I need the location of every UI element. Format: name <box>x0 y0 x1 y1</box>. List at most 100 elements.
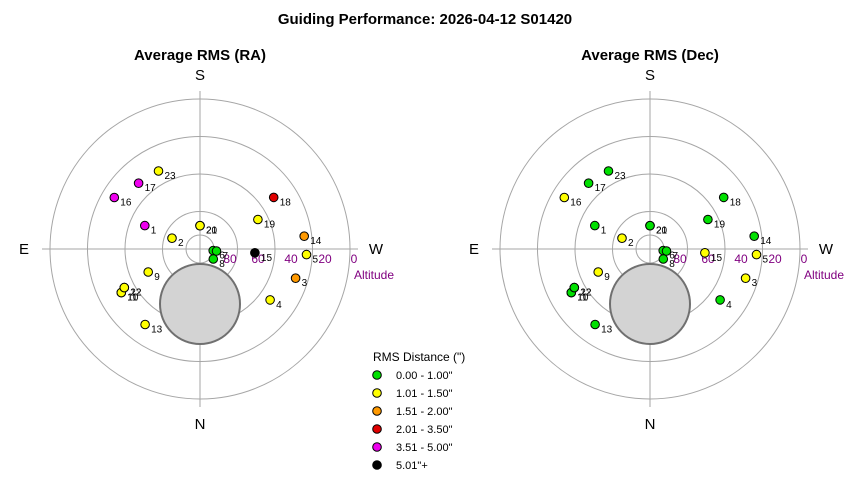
point-label: 12 <box>580 288 592 299</box>
data-point <box>583 178 594 188</box>
point-label: 7 <box>223 251 229 262</box>
point-label: 8 <box>669 259 675 270</box>
data-point <box>658 254 669 264</box>
legend-label: 0.00 - 1.00" <box>396 370 453 382</box>
legend-label: 5.01"+ <box>396 460 428 472</box>
data-point <box>133 178 144 188</box>
point-label: 17 <box>145 183 157 194</box>
point-label: 2 <box>178 238 184 249</box>
compass-bottom: N <box>195 416 206 433</box>
data-point <box>211 246 222 256</box>
data-point <box>661 246 672 256</box>
point-label: 14 <box>310 236 322 247</box>
point-label: 23 <box>165 171 177 182</box>
altitude-tick-label: 40 <box>284 252 298 266</box>
point-label: 18 <box>730 197 742 208</box>
point-label: 17 <box>595 183 607 194</box>
legend-swatch <box>372 388 382 398</box>
data-point <box>590 319 600 330</box>
data-point <box>740 273 751 284</box>
point-label: 22 <box>130 288 142 299</box>
altitude-axis-label: Altitude <box>354 268 394 282</box>
legend-swatch <box>372 442 382 452</box>
altitude-axis-label: Altitude <box>804 268 844 282</box>
legend-swatch <box>372 424 382 434</box>
point-label: 12 <box>130 288 142 299</box>
legend-label: 3.51 - 5.00" <box>396 442 453 454</box>
point-label: 11 <box>577 293 588 304</box>
altitude-tick-label: 0 <box>801 252 808 266</box>
altitude-tick-label: 20 <box>318 252 332 266</box>
pole-disk <box>609 263 691 345</box>
point-label: 19 <box>264 220 276 231</box>
data-point <box>109 192 120 203</box>
point-label: 13 <box>601 325 613 336</box>
rms-legend: RMS Distance (") 0.00 - 1.00" 1.01 - 1.50… <box>372 350 465 472</box>
point-label: 6 <box>669 251 675 262</box>
data-point <box>290 273 301 284</box>
data-point <box>749 231 760 241</box>
compass-left: E <box>469 241 479 258</box>
point-label: 8 <box>219 259 225 270</box>
plot-title: Average RMS (RA) <box>134 47 266 64</box>
figure-title: Guiding Performance: 2026-04-12 S01420 <box>278 11 572 28</box>
compass-top: S <box>195 67 205 84</box>
data-point <box>703 214 713 225</box>
point-label: 11 <box>127 293 138 304</box>
data-point <box>569 282 580 293</box>
data-point <box>590 220 600 231</box>
compass-top: S <box>645 67 655 84</box>
data-point <box>143 267 153 277</box>
point-label: 13 <box>151 325 163 336</box>
data-point <box>140 319 150 330</box>
point-label: 7 <box>673 251 679 262</box>
legend-label: 1.51 - 2.00" <box>396 406 453 418</box>
data-point <box>253 214 263 225</box>
point-label: 14 <box>760 236 772 247</box>
point-label: 4 <box>276 300 282 311</box>
point-label: 15 <box>711 253 723 264</box>
legend-swatch <box>372 406 382 416</box>
compass-right: W <box>819 241 834 258</box>
legend-label: 2.01 - 3.50" <box>396 424 453 436</box>
data-point <box>603 166 614 176</box>
altitude-tick-label: 80 <box>223 252 237 266</box>
point-label: 5 <box>313 255 319 266</box>
altitude-tick-label: 40 <box>734 252 748 266</box>
compass-right: W <box>369 241 384 258</box>
point-label: 23 <box>615 171 627 182</box>
point-label: 9 <box>154 272 160 283</box>
point-label: 22 <box>580 288 592 299</box>
point-label: 4 <box>726 300 732 311</box>
point-label: 16 <box>120 198 132 209</box>
point-label: 1 <box>151 226 157 237</box>
point-label: 16 <box>570 198 582 209</box>
point-label: 15 <box>261 253 273 264</box>
point-label: 3 <box>752 278 758 289</box>
altitude-tick-label: 80 <box>673 252 687 266</box>
data-point <box>140 220 150 231</box>
legend-title: RMS Distance (") <box>373 350 465 364</box>
data-point <box>700 248 710 258</box>
legend-label: 1.01 - 1.50" <box>396 388 453 400</box>
data-point <box>718 192 729 203</box>
data-point <box>645 220 655 231</box>
compass-left: E <box>19 241 29 258</box>
data-point <box>250 248 260 258</box>
data-point <box>265 295 275 305</box>
data-point <box>751 249 762 260</box>
point-label: 5 <box>763 255 769 266</box>
point-label: 21 <box>656 226 668 237</box>
point-label: 6 <box>219 251 225 262</box>
compass-bottom: N <box>645 416 656 433</box>
point-label: 20 <box>206 226 218 237</box>
point-label: 1 <box>601 226 607 237</box>
pole-disk <box>159 263 241 345</box>
point-label: 20 <box>656 226 668 237</box>
point-label: 10 <box>577 293 589 304</box>
data-point <box>268 192 279 203</box>
legend-swatch <box>372 370 382 380</box>
